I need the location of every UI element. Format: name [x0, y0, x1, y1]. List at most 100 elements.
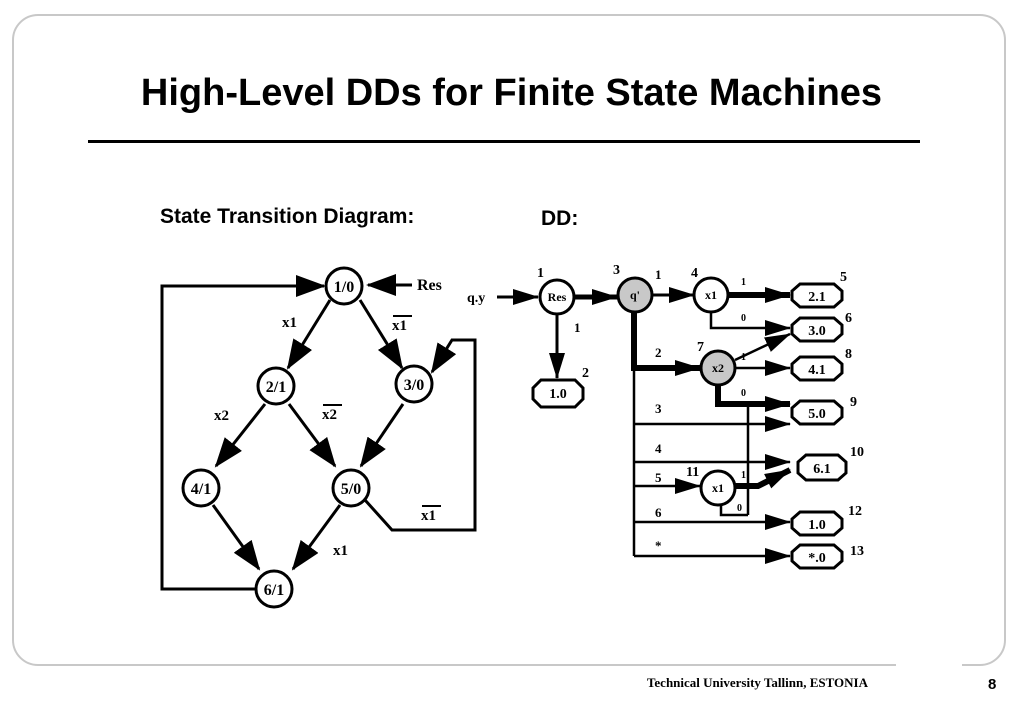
dd-terminal-5: 2.1 5 — [790, 270, 847, 309]
dd-edge-x2-to-term9 — [715, 385, 791, 412]
dd-node-res: Res 1 — [537, 266, 576, 316]
dd-input-label: q.y — [467, 291, 485, 306]
state-2: 2/1 — [256, 366, 296, 406]
dd-node-number: 1 — [537, 266, 544, 281]
dd-edge-label: 6 — [655, 505, 662, 520]
std-edge-label-x2: x2 — [214, 408, 229, 424]
state-3: 3/0 — [394, 364, 434, 404]
std-edge-label-not-x2: x2 — [322, 407, 337, 423]
edge-4-to-6 — [211, 504, 261, 571]
std-heading: State Transition Diagram: — [160, 205, 415, 228]
dd-terminal-2: 1.0 2 — [531, 366, 589, 409]
svg-text:4.1: 4.1 — [808, 363, 826, 378]
dd-edge-label: 1 — [655, 267, 662, 282]
state-5-label: 5/0 — [341, 481, 361, 498]
state-4-label: 4/1 — [191, 481, 211, 498]
frame-gap — [896, 658, 962, 672]
dd-node-number: 4 — [691, 266, 698, 281]
dd-node-x1-11: x1 11 — [686, 465, 737, 507]
state-6-label: 6/1 — [264, 582, 284, 599]
decision-diagram: q.y 1 1 1 0 2 1 0 3 4 — [467, 263, 864, 570]
svg-text:5.0: 5.0 — [808, 407, 826, 422]
state-4: 4/1 — [181, 468, 221, 508]
dd-edge-label: 0 — [741, 388, 746, 399]
dd-node-x2-7: x2 7 — [697, 340, 737, 387]
dd-node-number: 11 — [686, 465, 699, 480]
dd-node-x2-shape — [699, 349, 737, 387]
dd-terminal-number: 6 — [845, 311, 852, 326]
state-6: 6/1 — [254, 569, 294, 609]
dd-edge-label: 5 — [655, 470, 662, 485]
dd-edge-label: 1 — [741, 277, 746, 288]
dd-edge-x1-branch0 — [719, 503, 748, 517]
std-edge-label-x1: x1 — [333, 543, 348, 559]
svg-text:x2: x2 — [712, 361, 724, 375]
svg-text:1.0: 1.0 — [549, 387, 567, 402]
dd-node-number: 7 — [697, 340, 704, 355]
dd-terminal-6: 3.0 6 — [790, 311, 852, 343]
dd-terminal-10: 6.1 10 — [796, 445, 864, 482]
dd-terminal-number: 13 — [850, 544, 864, 559]
svg-text:*.0: *.0 — [808, 551, 826, 566]
dd-node-number: 3 — [613, 263, 620, 278]
svg-text:x1: x1 — [712, 481, 724, 495]
dd-terminal-number: 9 — [850, 395, 857, 410]
dd-terminal-number: 5 — [840, 270, 847, 285]
edge-1-to-3 — [358, 299, 404, 370]
title-underline — [88, 140, 920, 143]
reset-label: Res — [417, 277, 442, 294]
page-number: 8 — [988, 676, 997, 693]
svg-text:6.1: 6.1 — [813, 462, 831, 477]
dd-node-x1-4: x1 4 — [691, 266, 730, 314]
dd-edge-label: 3 — [655, 401, 662, 416]
dd-terminal-number: 12 — [848, 504, 862, 519]
dd-terminal-8: 4.1 8 — [790, 347, 852, 382]
dd-terminal-9: 5.0 9 — [790, 395, 857, 426]
edge-5-to-3-loop — [363, 338, 477, 532]
dd-terminal-number: 10 — [850, 445, 864, 460]
svg-text:3.0: 3.0 — [808, 324, 826, 339]
dd-edge-label: 2 — [655, 345, 662, 360]
edge-3-to-5 — [359, 403, 405, 468]
dd-edge-label: 0 — [737, 503, 742, 514]
slide-title: High-Level DDs for Finite State Machines — [140, 72, 883, 114]
dd-edge-label: 0 — [741, 313, 746, 324]
svg-text:2.1: 2.1 — [808, 290, 826, 305]
svg-text:Res: Res — [548, 290, 567, 304]
dd-node-q-shape — [616, 276, 654, 314]
dd-edge-label: 4 — [655, 441, 662, 456]
footer-text: Technical University Tallinn, ESTONIA — [646, 675, 868, 690]
state-5: 5/0 — [331, 468, 371, 508]
state-2-label: 2/1 — [266, 379, 286, 396]
state-1-label: 1/0 — [334, 279, 354, 296]
dd-edge-label: 1 — [741, 470, 746, 481]
edge-5-to-6 — [291, 504, 342, 571]
dd-terminal-12: 1.0 12 — [790, 504, 862, 537]
dd-terminal-number: 2 — [582, 366, 589, 381]
dd-heading: DD: — [541, 207, 579, 230]
dd-edge-label: 1 — [574, 320, 581, 335]
state-3-label: 3/0 — [404, 377, 424, 394]
state-transition-diagram: 1/0 2/1 3/0 4/1 5/0 6/1 Res x1 x1 x2 x2 — [160, 266, 477, 609]
dd-edge-q-to-x2 — [631, 312, 701, 376]
dd-terminal-13: *.0 13 — [790, 543, 864, 570]
edge-2-to-4 — [214, 403, 267, 468]
dd-edge-x1-to-term6 — [709, 312, 791, 336]
dd-edge-label: 1 — [741, 352, 746, 363]
edge-1-to-2 — [286, 299, 332, 370]
dd-terminal-number: 8 — [845, 347, 852, 362]
std-edge-label-not-x1: x1 — [392, 318, 407, 334]
std-edge-label-not-x1: x1 — [421, 508, 436, 524]
dd-edge-x2-to-term6 — [734, 332, 791, 362]
edge-2-to-5 — [287, 403, 337, 468]
dd-edge-x1-to-term10 — [735, 467, 792, 489]
edge-6-to-1-loop — [160, 275, 326, 591]
svg-text:1.0: 1.0 — [808, 518, 826, 533]
dd-node-q: q' 3 — [613, 263, 654, 314]
svg-text:x1: x1 — [705, 288, 717, 302]
svg-text:q': q' — [630, 288, 640, 302]
std-edge-label-x1: x1 — [282, 315, 297, 331]
state-1: 1/0 — [324, 266, 364, 306]
dd-edge-label: * — [655, 538, 662, 553]
